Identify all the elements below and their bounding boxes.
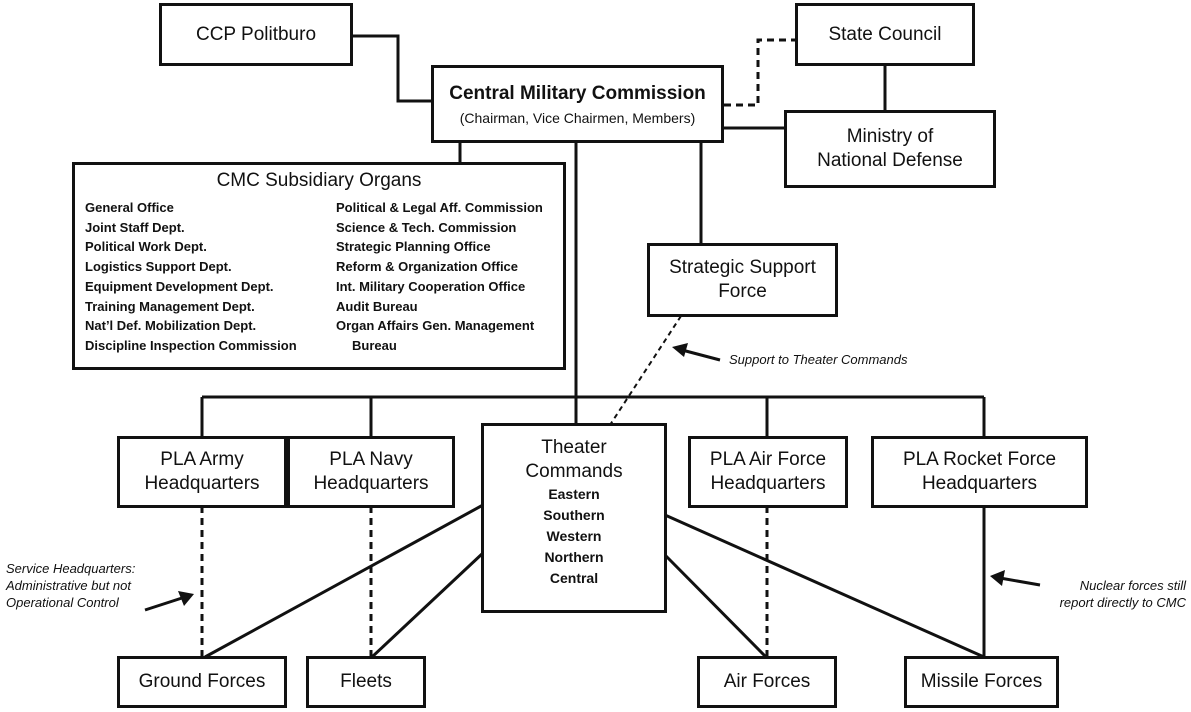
ground-label: Ground Forces (138, 671, 266, 692)
mnd-line-1: Ministry of (846, 126, 934, 147)
ssf-line-2: Force (718, 281, 767, 302)
theater-eastern: Eastern (548, 486, 600, 502)
state-council-label: State Council (828, 23, 942, 45)
army-line-2: Headquarters (144, 473, 260, 494)
organ-item: Political Work Dept. (85, 239, 207, 255)
organ-item: Nat’l Def. Mobilization Dept. (85, 318, 257, 334)
service-note-line-1: Service Headquarters: (6, 561, 136, 576)
nuclear-arrow-line (999, 576, 1041, 587)
politburo-label: CCP Politburo (195, 23, 317, 45)
cmc-organs-box: CMC Subsidiary Organs General Office Joi… (72, 162, 566, 370)
organ-item: Equipment Development Dept. (85, 278, 274, 294)
organ-item: Science & Tech. Commission (336, 219, 517, 235)
fleets-box: Fleets (306, 656, 426, 708)
politburo-box: CCP Politburo (159, 3, 353, 66)
rocket-line-2: Headquarters (921, 473, 1038, 494)
mnd-box: Ministry of National Defense (784, 110, 996, 188)
service-arrowhead (178, 591, 194, 606)
theater-line-1: Theater (541, 437, 607, 458)
organ-item: Joint Staff Dept. (85, 219, 185, 235)
theater-missile-line (664, 513, 985, 659)
organ-item: General Office (85, 200, 174, 215)
cmc-box: Central Military Commission (Chairman, V… (431, 65, 724, 143)
cmc-members: (Chairman, Vice Chairmen, Members) (459, 109, 696, 126)
air-label: Air Forces (723, 671, 811, 692)
organ-item: Organ Affairs Gen. Management (336, 318, 535, 334)
navy-line-2: Headquarters (313, 473, 429, 494)
theater-central: Central (549, 570, 599, 586)
theater-fleets-line (370, 551, 485, 659)
support-arrow-line (681, 348, 721, 362)
nuclear-note-line-1: Nuclear forces still (1079, 578, 1186, 593)
missile-forces-box: Missile Forces (904, 656, 1059, 708)
rocket-line-1: PLA Rocket Force (902, 449, 1057, 470)
organ-item: Strategic Planning Office (336, 239, 491, 255)
missile-label: Missile Forces (920, 671, 1043, 692)
ground-forces-box: Ground Forces (117, 656, 287, 708)
theater-western: Western (546, 528, 602, 544)
theater-northern: Northern (544, 549, 604, 565)
theater-ground-line (204, 503, 484, 659)
navy-line-1: PLA Navy (329, 449, 413, 470)
service-note-line-3: Operational Control (6, 595, 119, 610)
air-forces-box: Air Forces (697, 656, 837, 708)
mnd-line-2: National Defense (817, 150, 963, 171)
cmc-statecouncil-dashed (724, 38, 796, 107)
cmc-title: Central Military Commission (449, 82, 706, 104)
army-hq-box: PLA Army Headquarters (117, 436, 287, 508)
organ-item: Political & Legal Aff. Commission (336, 200, 543, 215)
organ-item: Logistics Support Dept. (85, 259, 232, 275)
organs-right-column: Political & Legal Aff. Commission Scienc… (336, 198, 543, 356)
theater-air-line (663, 553, 768, 659)
fleets-label: Fleets (340, 671, 392, 692)
organ-item: Reform & Organization Office (336, 259, 519, 275)
airforce-line-2: Headquarters (710, 473, 826, 494)
organ-item: Discipline Inspection Commission (85, 337, 297, 353)
organ-item: Audit Bureau (336, 298, 418, 314)
theater-southern: Southern (543, 507, 605, 523)
ssf-theater-dashed (609, 315, 682, 426)
organs-title: CMC Subsidiary Organs (216, 170, 422, 191)
rocket-hq-box: PLA Rocket Force Headquarters (871, 436, 1088, 508)
airforce-hq-box: PLA Air Force Headquarters (688, 436, 848, 508)
nuclear-note: Nuclear forces still report directly to … (1046, 577, 1186, 611)
organ-item: Int. Military Cooperation Office (336, 278, 526, 294)
politburo-cmc-line (351, 34, 432, 103)
nuclear-note-line-2: report directly to CMC (1059, 595, 1186, 610)
theater-commands-box: Theater Commands Eastern Southern Wester… (481, 423, 667, 613)
support-note: Support to Theater Commands (729, 352, 908, 367)
organ-item: Training Management Dept. (85, 298, 255, 314)
nuclear-arrowhead (990, 570, 1005, 586)
organs-left-column: General Office Joint Staff Dept. Politic… (85, 198, 297, 356)
navy-hq-box: PLA Navy Headquarters (287, 436, 455, 508)
service-note: Service Headquarters: Administrative but… (6, 560, 135, 611)
state-council-box: State Council (795, 3, 975, 66)
support-arrowhead (672, 343, 688, 357)
army-line-1: PLA Army (160, 449, 244, 470)
ssf-box: Strategic Support Force (647, 243, 838, 317)
airforce-line-1: PLA Air Force (709, 449, 827, 470)
service-note-line-2: Administrative but not (6, 578, 132, 593)
ssf-line-1: Strategic Support (669, 257, 816, 278)
theater-line-2: Commands (525, 461, 623, 482)
service-arrow-line (144, 596, 183, 612)
organ-item: Bureau (352, 337, 397, 353)
